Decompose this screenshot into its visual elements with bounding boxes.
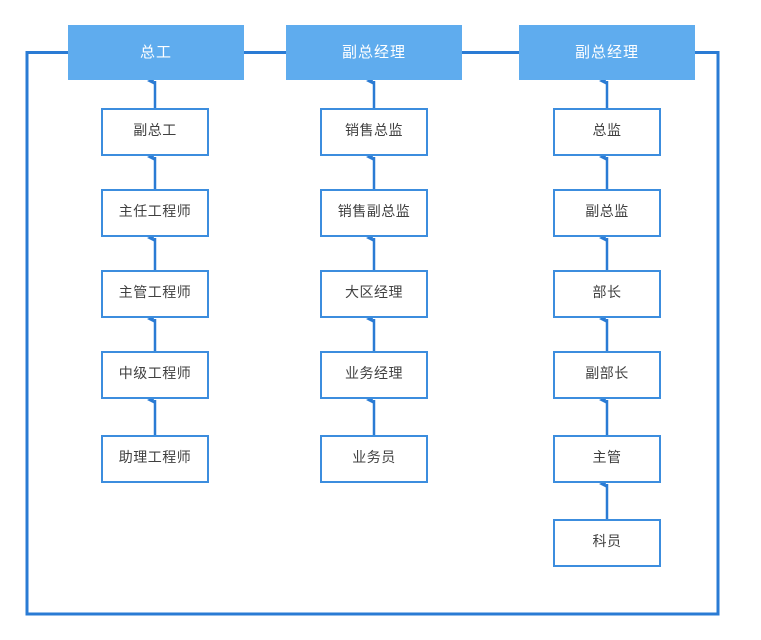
outer-frame xyxy=(25,51,720,616)
header-box-1-label: 总工 xyxy=(139,43,172,62)
role-box-col-sales-5[interactable]: 业务员 xyxy=(320,435,428,483)
header-box-2[interactable]: 副总经理 xyxy=(286,25,462,80)
role-box-col-sales-4-label: 业务经理 xyxy=(345,366,403,383)
role-box-col-sales-3-label: 大区经理 xyxy=(345,285,403,302)
header-box-3-label: 副总经理 xyxy=(574,43,639,62)
role-box-col-admin-3-label: 部长 xyxy=(592,285,622,302)
role-box-col-sales-5-label: 业务员 xyxy=(352,450,396,467)
header-box-2-label: 副总经理 xyxy=(341,43,406,62)
role-box-col-engineering-2[interactable]: 主任工程师 xyxy=(101,189,209,237)
role-box-col-admin-6[interactable]: 科员 xyxy=(553,519,661,567)
role-box-col-admin-4-label: 副部长 xyxy=(585,366,629,383)
role-box-col-engineering-5-label: 助理工程师 xyxy=(118,450,192,467)
role-box-col-admin-2[interactable]: 副总监 xyxy=(553,189,661,237)
role-box-col-admin-2-label: 副总监 xyxy=(585,204,629,221)
role-box-col-sales-3[interactable]: 大区经理 xyxy=(320,270,428,318)
role-box-col-engineering-3[interactable]: 主管工程师 xyxy=(101,270,209,318)
role-box-col-admin-1[interactable]: 总监 xyxy=(553,108,661,156)
role-box-col-admin-1-label: 总监 xyxy=(592,123,622,140)
role-box-col-engineering-5[interactable]: 助理工程师 xyxy=(101,435,209,483)
header-box-1[interactable]: 总工 xyxy=(68,25,244,80)
role-box-col-engineering-3-label: 主管工程师 xyxy=(118,285,192,302)
header-box-3[interactable]: 副总经理 xyxy=(519,25,695,80)
role-box-col-engineering-4[interactable]: 中级工程师 xyxy=(101,351,209,399)
role-box-col-sales-4[interactable]: 业务经理 xyxy=(320,351,428,399)
role-box-col-engineering-1[interactable]: 副总工 xyxy=(101,108,209,156)
role-box-col-admin-5[interactable]: 主管 xyxy=(553,435,661,483)
role-box-col-engineering-2-label: 主任工程师 xyxy=(118,204,192,221)
role-box-col-sales-2-label: 销售副总监 xyxy=(337,204,411,221)
role-box-col-sales-1[interactable]: 销售总监 xyxy=(320,108,428,156)
role-box-col-engineering-1-label: 副总工 xyxy=(133,123,177,140)
role-box-col-sales-1-label: 销售总监 xyxy=(345,123,403,140)
role-box-col-admin-6-label: 科员 xyxy=(592,534,622,551)
role-box-col-admin-4[interactable]: 副部长 xyxy=(553,351,661,399)
role-box-col-sales-2[interactable]: 销售副总监 xyxy=(320,189,428,237)
role-box-col-admin-3[interactable]: 部长 xyxy=(553,270,661,318)
arrow-connectors xyxy=(147,76,609,519)
role-box-col-admin-5-label: 主管 xyxy=(592,450,622,467)
role-box-col-engineering-4-label: 中级工程师 xyxy=(118,366,192,383)
